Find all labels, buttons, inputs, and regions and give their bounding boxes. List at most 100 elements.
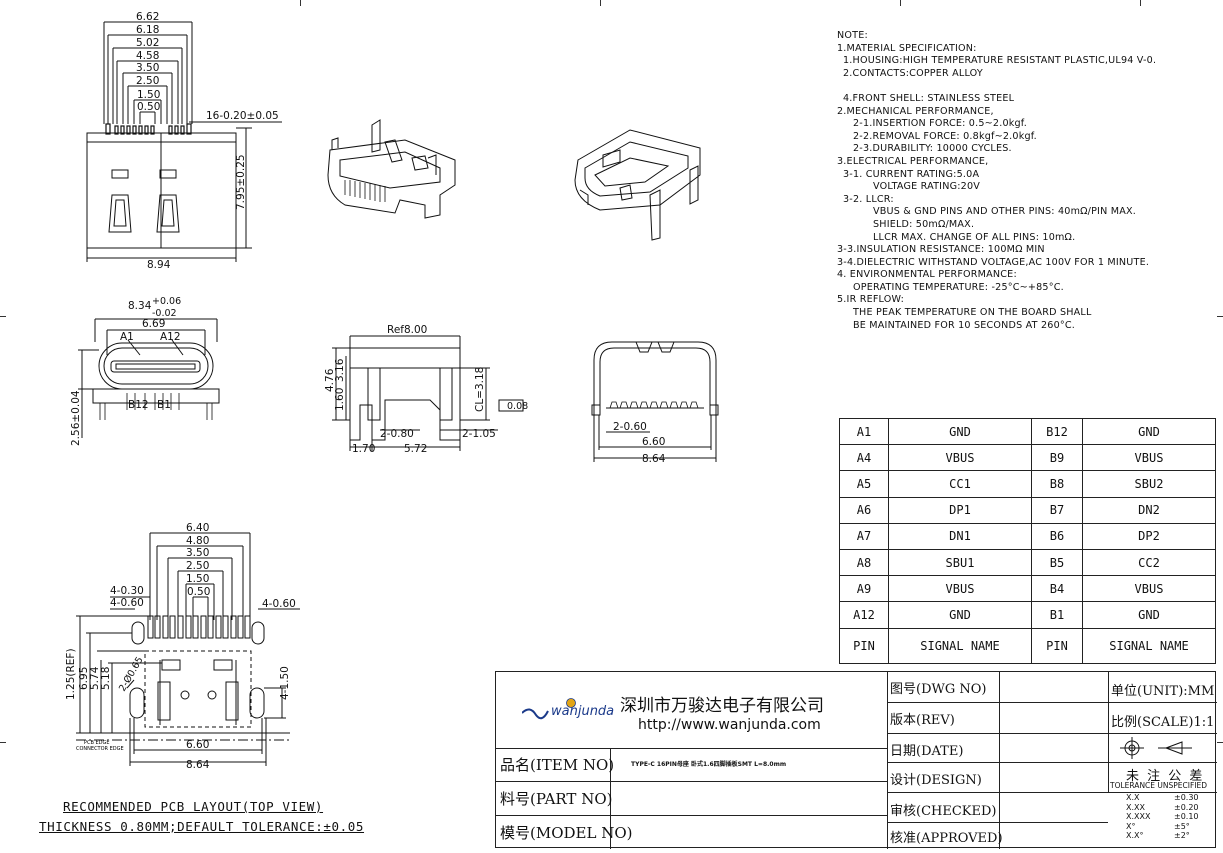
dim-pcb-3-50: 3.50 (186, 547, 209, 559)
note-line: 2-3.DURABILITY: 10000 CYCLES. (853, 143, 1012, 155)
approved-label: 核准(APPROVED) (890, 831, 1003, 846)
dim-pcb-6-60: 6.60 (186, 739, 209, 751)
frame-tick (1140, 0, 1141, 6)
dim-6-62: 6.62 (136, 11, 159, 23)
note-line: 4.FRONT SHELL: STAINLESS STEEL (843, 92, 1015, 104)
dim-pcb-2-50: 2.50 (186, 560, 209, 572)
frame-tick (0, 742, 6, 743)
projection-symbol-icon (1120, 737, 1192, 759)
frame-tick (600, 0, 601, 6)
label-b12: B12 (128, 399, 149, 411)
note-line: 2.MECHANICAL PERFORMANCE, (837, 105, 994, 117)
pin-cell: B1 (1031, 601, 1083, 629)
signal-cell: DN2 (1082, 496, 1216, 524)
dim-6-69: 6.69 (142, 318, 165, 330)
note-line (837, 80, 1207, 93)
side-view (332, 335, 524, 451)
pin-cell: B5 (1031, 548, 1083, 577)
rev-label: 版本(REV) (890, 713, 955, 728)
label-connector-edge: CONNECTOR EDGE (76, 746, 124, 752)
dim-pcb-4-1-50: 4-1.50 (279, 666, 291, 700)
dim-2-0-80: 2-0.80 (380, 428, 414, 440)
tolerance-value: ±0.30 (1174, 793, 1199, 802)
pin-cell: A6 (839, 496, 889, 524)
scale-label: 比例(SCALE)1:1 (1111, 715, 1215, 730)
note-line: 2-2.REMOVAL FORCE: 0.8kgf~2.0kgf. (853, 130, 1037, 142)
dim-4-58: 4.58 (136, 50, 159, 62)
item-no-value: TYPE-C 16PIN母座 卧式1.6四脚插板SMT L=8.0mm (631, 761, 787, 768)
dim-pcb-hole: 2-Ø0.65 (117, 655, 146, 694)
tolerance-title-en: TOLERANCE UNSPECIFIED (1110, 781, 1208, 790)
dim-pcb-4-0-30: 4-0.30 (110, 585, 144, 597)
wanjunda-logo-icon (522, 698, 576, 720)
pin-cell: B6 (1031, 522, 1083, 550)
tolerance-format: X.XX (1126, 802, 1145, 812)
iso-view-right (574, 129, 701, 241)
pin-cell: A5 (839, 470, 889, 498)
pin-cell: B9 (1031, 444, 1083, 472)
note-line: 4. ENVIRONMENTAL PERFORMANCE: (837, 269, 1017, 281)
signal-cell: GND (888, 417, 1032, 446)
company-url: http://www.wanjunda.com (638, 717, 821, 733)
signal-cell: VBUS (888, 444, 1032, 472)
rear-view (591, 341, 719, 462)
dim-flatness: 0.08 (507, 401, 528, 412)
signal-cell: GND (1082, 601, 1216, 629)
dim-pcb-1-50: 1.50 (186, 573, 209, 585)
frame-tick (1217, 742, 1223, 743)
note-line: 3-4.DIELECTRIC WITHSTAND VOLTAGE,AC 100V… (837, 256, 1150, 268)
tolerance-title-cn: 未 注 公 差 (1126, 769, 1205, 784)
signal-cell: GND (888, 601, 1032, 629)
pin-cell: B8 (1031, 470, 1083, 498)
label-a1: A1 (120, 331, 134, 343)
design-label: 设计(DESIGN) (890, 773, 982, 788)
signal-cell: GND (1082, 417, 1216, 446)
note-line: 2-1.INSERTION FORCE: 0.5~2.0kgf. (853, 118, 1027, 130)
dim-ref-8-00: Ref8.00 (387, 324, 427, 336)
dim-2-50: 2.50 (136, 75, 159, 87)
pcb-caption-title: RECOMMENDED PCB LAYOUT(TOP VIEW) (63, 799, 324, 814)
dim-4-76: 4.76 (324, 368, 336, 392)
company-name: 深圳市万骏达电子有限公司 (620, 696, 824, 716)
dim-pcb-6-95: 6.95 (78, 667, 90, 690)
frame-tick (900, 0, 901, 6)
note-line: 1.MATERIAL SPECIFICATION: (837, 42, 977, 54)
table-header-cell: SIGNAL NAME (1082, 627, 1216, 664)
logo-text: wanjunda (551, 704, 615, 719)
dim-3-16: 3.16 (334, 358, 346, 382)
item-no-label: 品名(ITEM NO) (500, 756, 615, 774)
model-no-label: 模号(MODEL NO) (500, 824, 633, 842)
table-header-cell: PIN (839, 627, 889, 664)
tolerance-format: X.XXX (1126, 812, 1151, 821)
dim-2-56: 2.56±0.04 (70, 390, 82, 446)
signal-cell: CC1 (888, 470, 1032, 498)
pin-cell: B7 (1031, 496, 1083, 524)
dim-pcb-4-80: 4.80 (186, 535, 209, 547)
dim-pcb-0-50: 0.50 (187, 586, 210, 598)
dim-1-70: 1.70 (352, 443, 375, 455)
notes-block: NOTE:1.MATERIAL SPECIFICATION:1.HOUSING:… (837, 30, 1207, 332)
signal-cell: DP2 (1082, 522, 1216, 550)
iso-view-left (327, 119, 456, 219)
dim-pcb-5-18: 5.18 (100, 667, 112, 690)
note-line: 1.HOUSING:HIGH TEMPERATURE RESISTANT PLA… (843, 55, 1157, 67)
label-b1: B1 (157, 399, 171, 411)
pin-cell: A12 (839, 601, 889, 629)
pin-cell: A4 (839, 444, 889, 472)
table-header-cell: SIGNAL NAME (888, 627, 1032, 664)
dim-1-60: 1.60 (334, 388, 346, 411)
dim-tol-plus: +0.06 (152, 296, 181, 307)
signal-cell: SBU2 (1082, 470, 1216, 498)
checked-label: 审核(CHECKED) (890, 804, 997, 819)
dim-rear-2-0-60: 2-0.60 (613, 421, 647, 433)
pcb-layout (76, 532, 300, 766)
note-line: VOLTAGE RATING:20V (873, 181, 981, 193)
dimension-labels: 6.62 6.18 5.02 4.58 3.50 2.50 1.50 0.50 … (65, 11, 666, 771)
dim-pin-width: 16-0.20±0.05 (206, 110, 279, 122)
